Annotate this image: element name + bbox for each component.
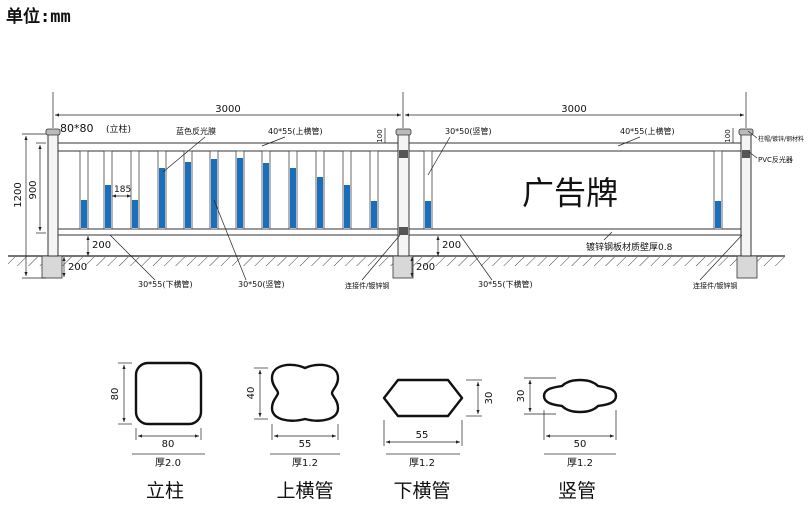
profile-top-rail-name: 上横管	[276, 480, 333, 502]
profile-bottom-rail-thickness: 厚1.2	[409, 457, 435, 469]
height-total: 1200	[13, 182, 24, 207]
bottom-rail-2	[408, 228, 742, 236]
profile-vertical-tube: 50 30 厚1.2 竖管	[516, 377, 618, 502]
profile-post: 80 80 厚2.0 立柱	[110, 361, 205, 502]
callout-reflective-film: 蓝色反光膜	[176, 126, 216, 136]
profile-bottom-rail-width: 55	[416, 430, 429, 441]
post-size: 80*80	[60, 122, 94, 135]
post-2	[395, 128, 412, 257]
unit-label: 单位:mm	[6, 7, 71, 27]
profile-post-width: 80	[162, 439, 175, 450]
top-offset-1: 100	[376, 129, 384, 142]
post-1	[45, 128, 61, 257]
callout-connector-2: 连接件/镀锌钢	[693, 281, 737, 290]
profile-post-name: 立柱	[146, 480, 184, 502]
top-rail-2	[408, 142, 742, 152]
post-footing-3	[736, 255, 758, 279]
profile-post-thickness: 厚2.0	[155, 457, 181, 469]
top-offset-2: 100	[724, 129, 732, 142]
profile-top-rail-height: 40	[246, 387, 257, 400]
ad-board-note: 镀锌钢板材质壁厚0.8	[586, 241, 673, 253]
span2-width: 3000	[561, 104, 586, 115]
height-fence: 900	[28, 180, 39, 199]
pickets-panel-2	[423, 150, 723, 230]
bottom-gap-2: 200	[442, 240, 461, 251]
callout-pvc: PVC反光器	[758, 155, 793, 164]
profile-vertical-tube-name: 竖管	[558, 480, 596, 502]
callout-cap: 柱帽/镀锌/钢材料	[758, 135, 804, 143]
profile-vertical-tube-thickness: 厚1.2	[567, 457, 593, 469]
bottom-gap-1: 200	[92, 240, 111, 251]
callout-bottom-rail-2: 30*55(下横管)	[478, 279, 533, 289]
profile-bottom-rail-name: 下横管	[393, 480, 450, 502]
span1-width: 3000	[215, 104, 240, 115]
top-rail-1	[57, 142, 399, 152]
callout-vertical-tube-2: 30*50(竖管)	[238, 279, 285, 289]
callout-vertical-tube-3: 30*50(竖管)	[445, 126, 492, 136]
embed-depth-2: 200	[416, 262, 435, 273]
profile-post-height: 80	[110, 388, 121, 401]
profile-top-rail: 55 40 厚1.2 上横管	[246, 363, 340, 502]
post-footing-1	[41, 255, 63, 279]
pickets-panel-1	[79, 150, 379, 230]
profile-vertical-tube-width: 50	[574, 439, 587, 450]
ad-text: 广告牌	[522, 174, 618, 212]
callout-top-rail-1: 40*55(上横管)	[268, 126, 323, 136]
picket-spacing: 185	[114, 185, 131, 195]
post-footing-2	[392, 255, 414, 279]
embed-depth-1: 200	[68, 262, 87, 273]
profile-top-rail-width: 55	[299, 439, 312, 450]
post-label: (立柱)	[106, 123, 131, 135]
callout-top-rail-2: 40*55(上横管)	[620, 126, 675, 136]
profile-top-rail-thickness: 厚1.2	[292, 457, 318, 469]
profile-bottom-rail-height: 30	[484, 392, 495, 405]
profile-vertical-tube-height: 30	[516, 390, 527, 403]
post-3	[738, 128, 754, 257]
callout-bottom-rail-1: 30*55(下横管)	[138, 279, 193, 289]
profile-bottom-rail: 55 30 厚1.2 下横管	[382, 378, 495, 502]
callout-connector-1: 连接件/镀锌钢	[345, 281, 389, 290]
